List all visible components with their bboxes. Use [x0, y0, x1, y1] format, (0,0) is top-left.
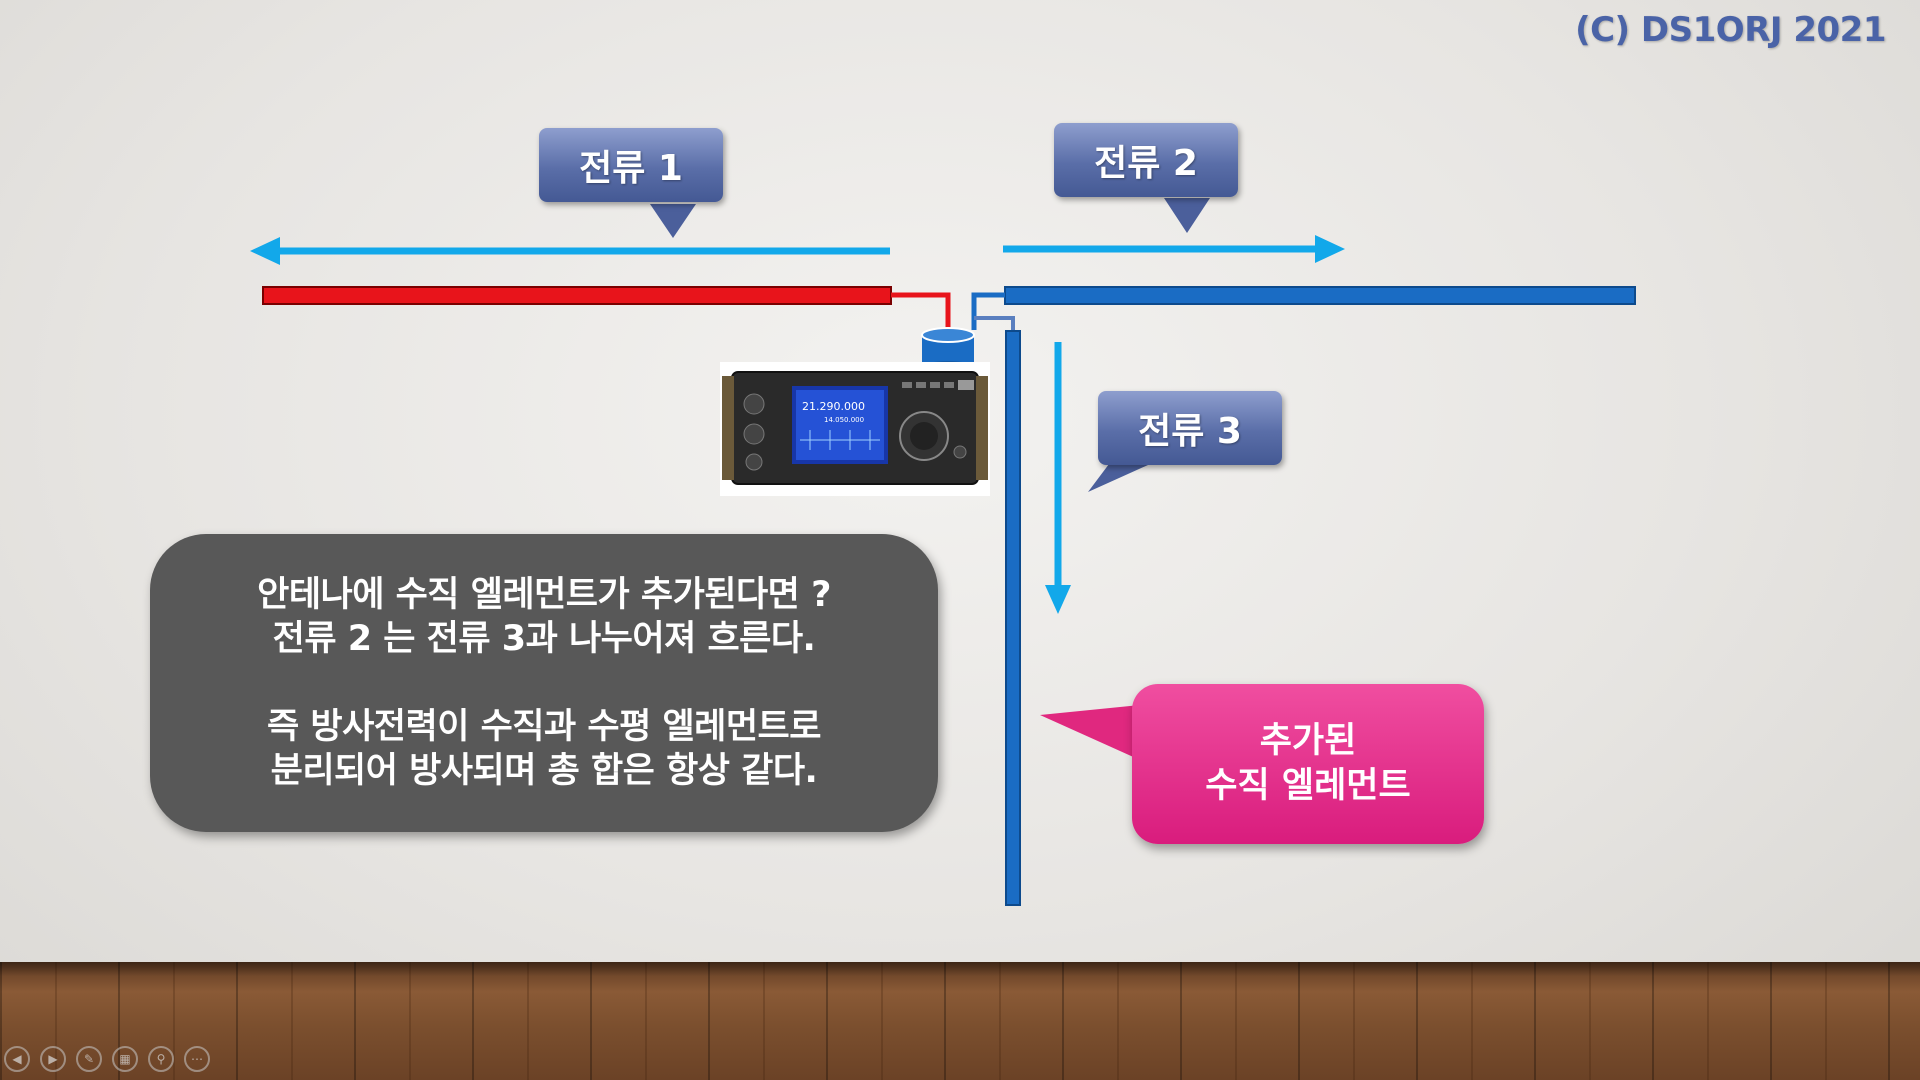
current3-arrow — [1045, 342, 1071, 614]
added-element-callout: 추가된 수직 엘레먼트 — [1132, 684, 1484, 844]
right-horizontal-element — [1004, 286, 1636, 305]
explanation-box: 안테나에 수직 엘레먼트가 추가된다면 ? 전류 2 는 전류 3과 나누어져 … — [150, 534, 938, 832]
current1-label: 전류 1 — [579, 148, 683, 189]
more-icon[interactable]: ⋯ — [184, 1046, 210, 1072]
added-element-line-2: 수직 엘레먼트 — [1205, 766, 1411, 806]
added-element-line-1: 추가된 — [1259, 721, 1357, 761]
current2-label: 전류 2 — [1094, 143, 1198, 184]
prev-icon[interactable]: ◀ — [4, 1046, 30, 1072]
current2-callout: 전류 2 — [1054, 123, 1238, 197]
wood-floor — [0, 962, 1920, 1080]
left-feed-wire — [891, 292, 951, 330]
explanation-line-2: 전류 2 는 전류 3과 나누어져 흐른다. — [272, 619, 816, 659]
left-horizontal-element — [262, 286, 892, 305]
current1-arrow — [250, 237, 890, 265]
current1-callout-tail — [650, 204, 696, 238]
next-icon[interactable]: ▶ — [40, 1046, 66, 1072]
explanation-line-3: 즉 방사전력이 수직과 수평 엘레먼트로 — [267, 707, 821, 747]
vertical-feed-wire — [974, 316, 1015, 334]
sub-frequency-display: 14.050.000 — [824, 416, 864, 424]
current2-callout-tail — [1164, 198, 1210, 233]
copyright-text: (C) DS1ORJ 2021 — [1575, 10, 1886, 50]
zoom-icon[interactable]: ⚲ — [148, 1046, 174, 1072]
slideshow-nav: ◀ ▶ ✎ ▦ ⚲ ⋯ — [4, 1046, 210, 1072]
pen-icon[interactable]: ✎ — [76, 1046, 102, 1072]
transceiver-image: 21.290.000 14.050.000 — [720, 362, 990, 496]
explanation-line-4: 분리되어 방사되며 총 합은 항상 같다. — [270, 751, 818, 791]
transceiver-icon: 21.290.000 14.050.000 — [722, 371, 988, 485]
slides-icon[interactable]: ▦ — [112, 1046, 138, 1072]
current3-callout-tail — [1088, 456, 1168, 492]
current3-label: 전류 3 — [1138, 411, 1242, 452]
main-frequency-display: 21.290.000 — [802, 400, 865, 413]
current1-callout: 전류 1 — [539, 128, 723, 202]
current3-callout: 전류 3 — [1098, 391, 1282, 465]
explanation-line-1: 안테나에 수직 엘레먼트가 추가된다면 ? — [257, 575, 831, 615]
right-feed-wire — [971, 292, 1005, 330]
current2-arrow — [1003, 235, 1345, 263]
vertical-element — [1005, 330, 1021, 906]
pink-callout-tail — [1040, 705, 1140, 760]
